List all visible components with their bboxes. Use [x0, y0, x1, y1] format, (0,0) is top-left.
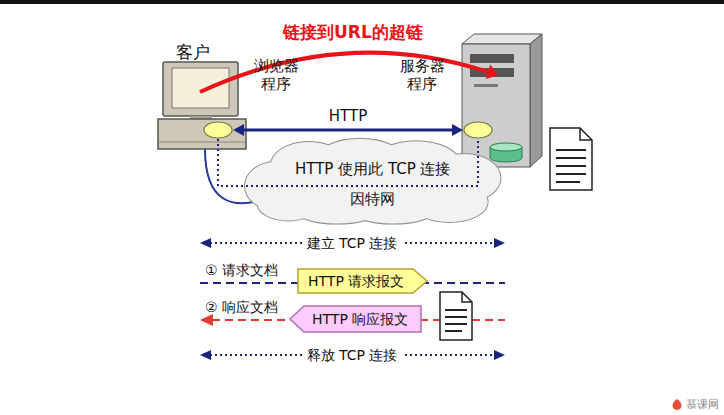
program-ellipse: 浏览器 程序 — [203, 121, 233, 139]
base-line — [158, 142, 246, 143]
connector-group — [233, 124, 463, 136]
document-line — [556, 173, 586, 175]
document-icon — [550, 128, 592, 190]
connector — [243, 129, 453, 132]
request-message-box: HTTP 请求报文 — [298, 269, 427, 293]
top-band — [0, 0, 724, 4]
server-top — [462, 34, 542, 44]
step-label: 建立 TCP 连接 — [302, 235, 403, 252]
arrow-head — [233, 124, 244, 136]
storage-cylinder — [522, 147, 523, 158]
cloud-label: HTTP 使用此 TCP 连接 — [245, 160, 501, 178]
arrow-head — [200, 350, 211, 360]
client-label: 客户 — [176, 42, 210, 62]
program-label: 服务器 程序 — [398, 57, 446, 93]
storage-cylinder — [490, 143, 522, 151]
computer-base — [158, 119, 246, 149]
document-line — [445, 330, 462, 332]
watermark-logo — [673, 399, 682, 410]
document-lines — [556, 150, 586, 182]
drive-slot — [474, 84, 498, 87]
watermark: 慕课网 — [686, 398, 719, 411]
document-icon — [462, 292, 472, 302]
document-line — [445, 323, 467, 325]
document-line — [556, 149, 586, 151]
document-line — [556, 181, 580, 183]
step-label: ② 响应文档 — [205, 299, 278, 316]
monitor-body — [163, 62, 238, 116]
document-line — [556, 165, 586, 167]
document-lines — [445, 310, 467, 331]
arrow-head — [494, 238, 505, 248]
message-arrow-shape — [298, 269, 427, 293]
arrow-head — [486, 65, 498, 79]
server-front — [462, 44, 530, 167]
program-ellipse-shape — [464, 122, 492, 138]
node-shape — [245, 142, 501, 222]
node-shape — [463, 121, 493, 139]
document-line — [445, 309, 467, 311]
edge-label: HTTP — [327, 107, 369, 125]
arrow-head — [200, 238, 211, 248]
program-label: 浏览器 程序 — [252, 57, 300, 93]
message-label: HTTP 响应报文 — [312, 306, 408, 332]
arrow-head — [200, 314, 213, 326]
document-line — [556, 157, 586, 159]
response-message-box: HTTP 响应报文 — [290, 306, 421, 332]
program-ellipse: 服务器 程序 — [463, 121, 493, 139]
document-icon — [580, 128, 592, 140]
monitor-screen — [172, 68, 229, 108]
step-label: ① 请求文档 — [205, 262, 278, 279]
arrow-head — [452, 124, 463, 136]
server-side — [530, 34, 542, 167]
message-label: HTTP 请求报文 — [308, 269, 404, 293]
internet-cloud: HTTP 使用此 TCP 连接因特网 — [245, 142, 501, 222]
hyperlink-label: 链接到URL的超链 — [283, 22, 423, 42]
storage-cylinder — [490, 147, 491, 158]
document-line — [445, 316, 467, 318]
arrow-head — [494, 350, 505, 360]
program-ellipse-shape — [204, 122, 232, 138]
node-shape — [203, 121, 233, 139]
message-arrow-shape — [290, 306, 421, 332]
hyperlink-arrow — [200, 53, 488, 92]
step-label: 释放 TCP 连接 — [302, 347, 403, 364]
drive-bay — [470, 54, 514, 63]
document-icon — [440, 292, 472, 340]
cloud-label: 因特网 — [245, 190, 501, 208]
